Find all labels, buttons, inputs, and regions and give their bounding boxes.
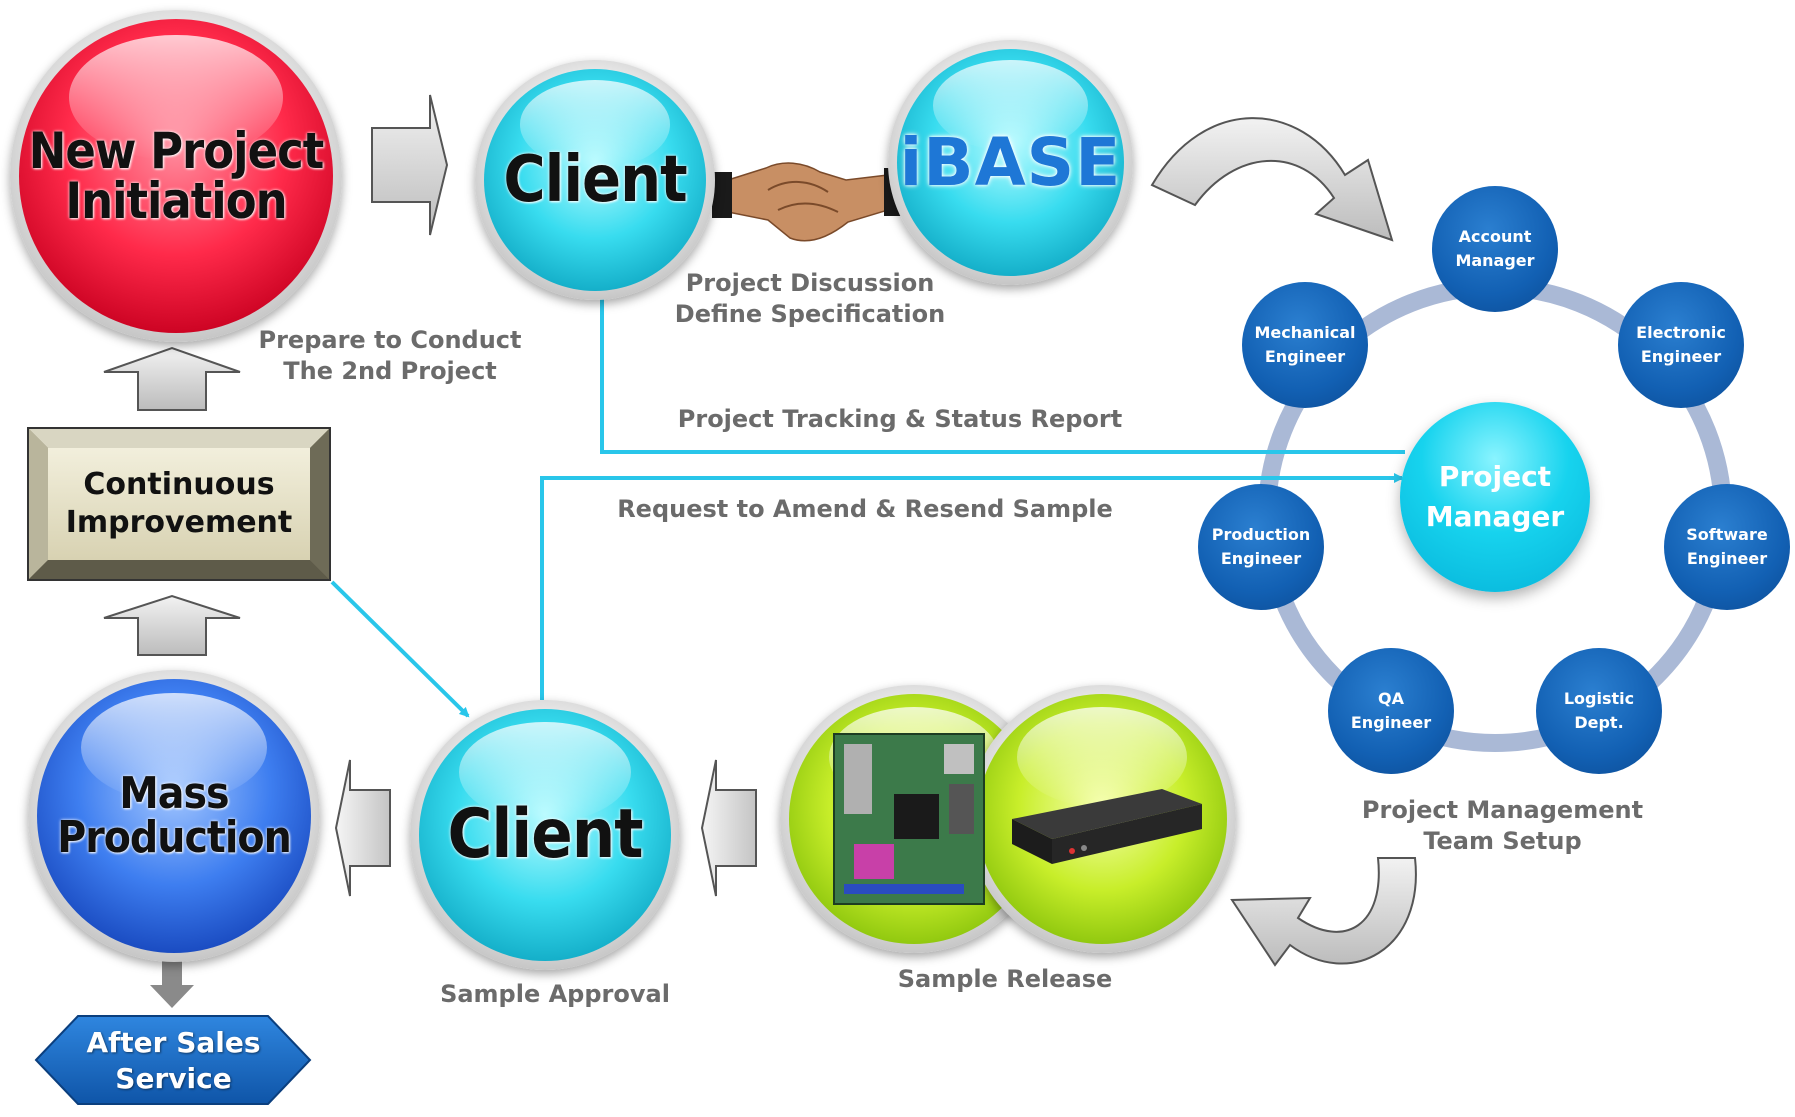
qa-engineer-label: QA Engineer: [1350, 689, 1432, 732]
prepare-line2: The 2nd Project: [283, 357, 497, 385]
software-engineer-label: Software Engineer: [1686, 525, 1768, 568]
account-manager-label: Account Manager: [1455, 227, 1535, 270]
client-bottom-node: Client: [410, 700, 680, 970]
logistic-dept-label: Logistic Dept.: [1563, 689, 1635, 732]
prepare-line1: Prepare to Conduct: [258, 326, 522, 354]
electronic-engineer-label: Electronic Engineer: [1636, 323, 1726, 366]
handshake-icon: [712, 162, 906, 242]
ibase-logo: iBASE: [899, 124, 1122, 201]
curved-arrow-to-sample: [1230, 857, 1417, 967]
team-setup-line1: Project Management: [1361, 796, 1644, 824]
team-mechanical-engineer: Mechanical Engineer: [1242, 282, 1368, 408]
arrow-to-client-bottom: [700, 759, 757, 897]
project-discussion-line2: Define Specification: [674, 300, 946, 328]
motherboard-icon: [833, 733, 985, 905]
tracking-connector: [597, 278, 1405, 454]
ibase-node: iBASE: [888, 40, 1133, 285]
team-setup-label: Project Management Team Setup: [1345, 795, 1660, 857]
after-sales-shape: [34, 1015, 312, 1105]
client-bottom-label: Client: [447, 795, 643, 874]
curved-arrow-to-team: [1150, 117, 1394, 242]
client-top-label: Client: [503, 143, 687, 217]
embedded-pc-icon: [1012, 789, 1202, 864]
amend-connector: [540, 473, 1404, 700]
mass-production-node: Mass Production: [28, 670, 320, 962]
improvement-connector: [330, 580, 470, 718]
continuous-improvement-label: Continuous Improvement: [65, 467, 293, 540]
sample-box-node: [968, 685, 1236, 953]
after-sales-label: After Sales Service: [86, 1025, 261, 1095]
arrow-up-to-new-project: [103, 346, 241, 411]
sample-release-label: Sample Release: [897, 965, 1113, 993]
sample-approval-label: Sample Approval: [440, 980, 670, 1008]
project-discussion-label: Project Discussion Define Specification: [660, 268, 960, 330]
team-electronic-engineer: Electronic Engineer: [1618, 282, 1744, 408]
sample-board-node: [780, 685, 1048, 953]
tracking-label: Project Tracking & Status Report: [677, 405, 1123, 433]
arrow-to-mass-production: [334, 759, 391, 897]
arrow-up-to-improvement: [103, 594, 241, 656]
team-production-engineer: Production Engineer: [1198, 484, 1324, 610]
arrow-to-client: [371, 94, 449, 236]
arrow-to-after-sales: [150, 958, 194, 1008]
team-logistic-dept: Logistic Dept.: [1536, 648, 1662, 774]
team-setup-line2: Team Setup: [1423, 827, 1582, 855]
project-manager-node: Project Manager: [1400, 402, 1590, 592]
project-manager-label: Project Manager: [1425, 460, 1565, 533]
production-engineer-label: Production Engineer: [1211, 525, 1311, 568]
prepare-second-project-label: Prepare to Conduct The 2nd Project: [240, 325, 540, 387]
new-project-label: New Project Initiation: [28, 122, 325, 230]
project-discussion-line1: Project Discussion: [685, 269, 935, 297]
new-project-initiation-node: New Project Initiation: [10, 10, 342, 342]
client-top-node: Client: [475, 60, 715, 300]
continuous-improvement-box: [27, 427, 331, 581]
team-software-engineer: Software Engineer: [1664, 484, 1790, 610]
team-account-manager: Account Manager: [1432, 186, 1558, 312]
amend-label: Request to Amend & Resend Sample: [617, 495, 1113, 523]
mechanical-engineer-label: Mechanical Engineer: [1254, 323, 1356, 366]
mass-production-label: Mass Production: [57, 768, 292, 863]
team-qa-engineer: QA Engineer: [1328, 648, 1454, 774]
